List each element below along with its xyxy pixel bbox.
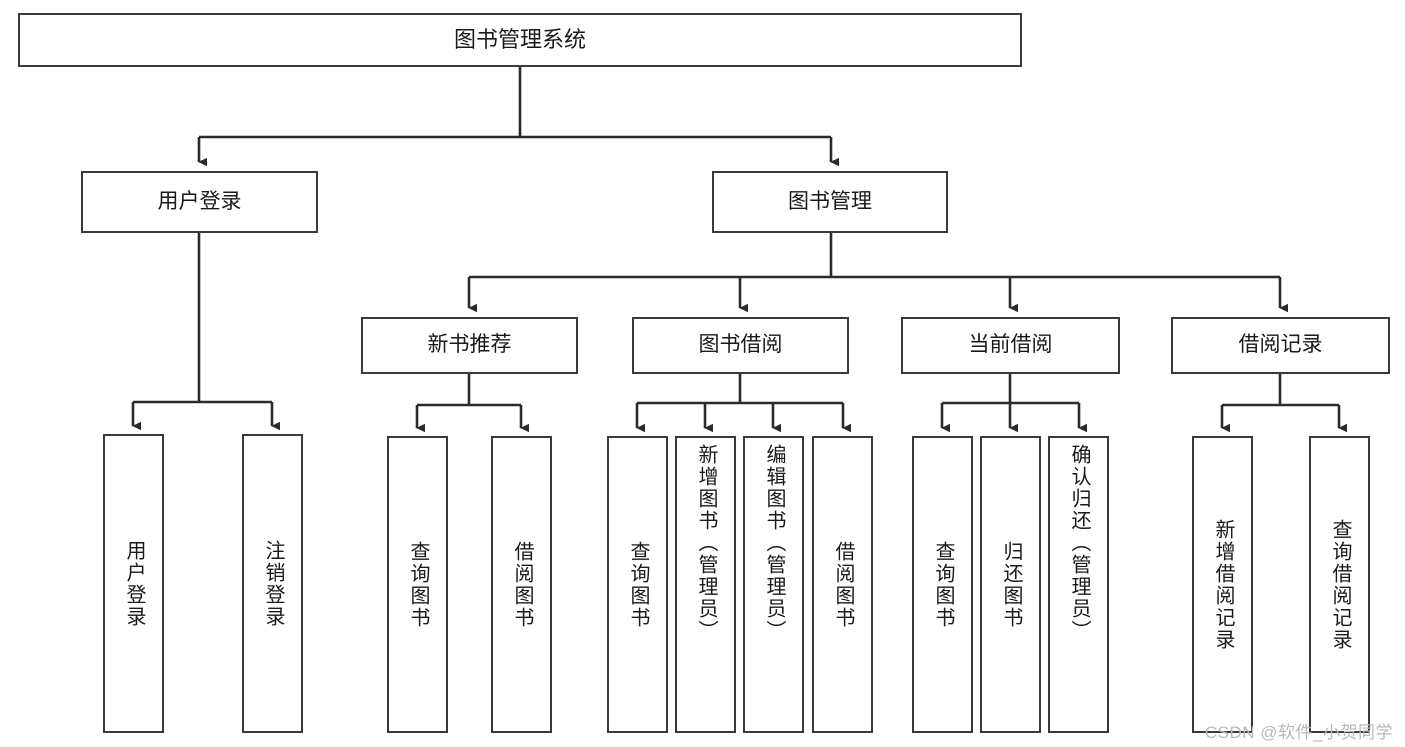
node-label: 借阅图书 (511, 540, 533, 629)
node-book-management[interactable]: 图书管理 (712, 171, 948, 233)
node-label: 当前借阅 (968, 333, 1053, 357)
node-label: 查询图书 (932, 540, 954, 629)
node-label: 图书管理 (788, 189, 872, 213)
node-leaf-borrow-book-recommend[interactable]: 借阅图书 (491, 436, 552, 733)
node-label: 查询图书 (407, 540, 429, 629)
node-label: 新书推荐 (427, 333, 512, 357)
node-label: 借阅图书 (832, 540, 854, 629)
node-leaf-logout-login[interactable]: 注销登录 (242, 434, 303, 733)
node-label: 用户登录 (157, 189, 242, 213)
node-leaf-borrow-book-borrow[interactable]: 借阅图书 (812, 436, 873, 733)
node-borrow-record[interactable]: 借阅记录 (1171, 317, 1390, 374)
node-leaf-user-login[interactable]: 用户登录 (103, 434, 164, 733)
node-leaf-query-book-borrow[interactable]: 查询图书 (607, 436, 668, 733)
node-label: 注销登录 (262, 539, 284, 628)
node-label: 借阅记录 (1238, 333, 1323, 357)
node-label: 归还图书 (1000, 540, 1022, 629)
node-leaf-return-book[interactable]: 归还图书 (980, 436, 1041, 733)
node-leaf-edit-book-admin[interactable]: 编辑图书（管理员） (743, 436, 804, 733)
node-user-login[interactable]: 用户登录 (81, 171, 318, 233)
node-label: 图书管理系统 (453, 27, 586, 53)
node-book-borrow[interactable]: 图书借阅 (632, 317, 849, 374)
node-leaf-query-book-recommend[interactable]: 查询图书 (387, 436, 448, 733)
node-label: 新增借阅记录 (1212, 518, 1234, 651)
node-leaf-add-borrow-record[interactable]: 新增借阅记录 (1192, 436, 1253, 733)
node-leaf-query-book-current[interactable]: 查询图书 (912, 436, 973, 733)
node-leaf-query-borrow-record[interactable]: 查询借阅记录 (1309, 436, 1370, 733)
node-leaf-add-book-admin[interactable]: 新增图书（管理员） (675, 436, 736, 733)
node-label: 查询图书 (627, 540, 649, 629)
node-leaf-confirm-return-admin[interactable]: 确认归还（管理员） (1048, 436, 1109, 733)
node-label: 用户登录 (123, 539, 145, 628)
node-label: 确认归还（管理员） (1068, 444, 1090, 642)
node-label: 图书借阅 (698, 333, 783, 357)
node-label: 查询借阅记录 (1329, 518, 1351, 651)
node-label: 编辑图书（管理员） (763, 444, 785, 642)
node-new-book-recommend[interactable]: 新书推荐 (361, 317, 578, 374)
node-root-book-management-system[interactable]: 图书管理系统 (18, 13, 1022, 67)
node-label: 新增图书（管理员） (695, 444, 717, 642)
node-current-borrow[interactable]: 当前借阅 (901, 317, 1120, 374)
